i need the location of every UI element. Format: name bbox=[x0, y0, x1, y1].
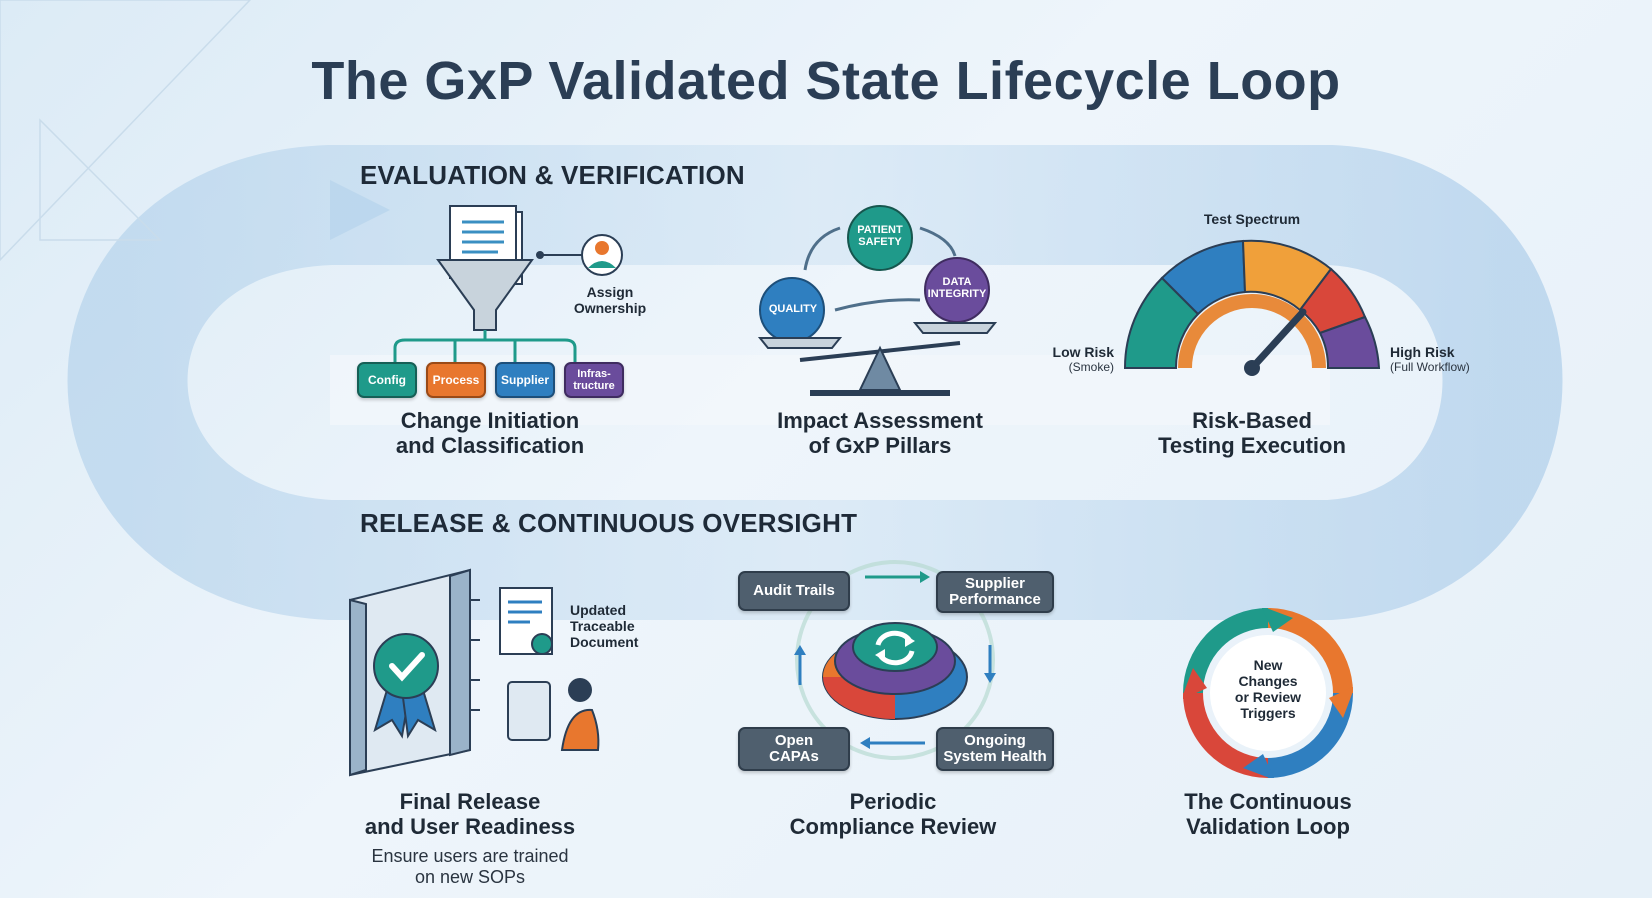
bin-infrastructure: Infras- tructure bbox=[564, 362, 624, 398]
compliance-review-hub bbox=[794, 560, 996, 760]
step-title-risk-based-testing: Risk-Based Testing Execution bbox=[1158, 408, 1346, 458]
loop-center-label: New Changes or Review Triggers bbox=[1234, 657, 1302, 721]
low-risk-label: Low Risk (Smoke) bbox=[1052, 344, 1114, 374]
quality-label: QUALITY bbox=[768, 303, 818, 315]
step-title-impact-assessment: Impact Assessment of GxP Pillars bbox=[777, 408, 983, 458]
test-spectrum-gauge bbox=[1123, 239, 1381, 376]
impact-scale-illustration bbox=[757, 205, 998, 396]
approval-badge-icon bbox=[373, 633, 439, 699]
section-title-release: RELEASE & CONTINUOUS OVERSIGHT bbox=[360, 508, 858, 538]
user-avatar-icon bbox=[581, 234, 623, 276]
step-title-periodic-compliance: Periodic Compliance Review bbox=[789, 789, 997, 839]
audit-trails-node: Audit Trails bbox=[738, 571, 850, 611]
data-integrity-label: DATA INTEGRITY bbox=[927, 276, 987, 300]
high-risk-label: High Risk (Full Workflow) bbox=[1390, 344, 1470, 374]
bin-process: Process bbox=[426, 362, 486, 398]
tablet-icon bbox=[507, 681, 551, 741]
ongoing-system-health-node: Ongoing System Health bbox=[936, 727, 1054, 771]
supplier-performance-node: Supplier Performance bbox=[936, 571, 1054, 613]
bin-supplier: Supplier bbox=[495, 362, 555, 398]
test-spectrum-label: Test Spectrum bbox=[1203, 211, 1301, 227]
funnel-icon bbox=[436, 259, 534, 331]
release-subtitle: Ensure users are trained on new SOPs bbox=[371, 846, 569, 887]
open-capas-node: Open CAPAs bbox=[738, 727, 850, 771]
continuous-loop-cycle-icon bbox=[1183, 608, 1353, 778]
step-title-change-initiation: Change Initiation and Classification bbox=[395, 408, 585, 458]
release-gate-illustration bbox=[349, 568, 600, 777]
updated-document-label: Updated Traceable Document bbox=[570, 602, 639, 650]
bin-config: Config bbox=[357, 362, 417, 398]
step-title-continuous-loop: The Continuous Validation Loop bbox=[1184, 789, 1352, 839]
assign-ownership-label: Assign Ownership bbox=[573, 284, 647, 316]
page-title: The GxP Validated State Lifecycle Loop bbox=[311, 51, 1341, 111]
gauge-needle bbox=[1248, 308, 1307, 372]
patient-safety-sphere bbox=[847, 205, 913, 271]
change-initiation-illustration bbox=[393, 205, 623, 362]
step-title-final-release: Final Release and User Readiness bbox=[364, 789, 576, 839]
patient-safety-label: PATIENT SAFETY bbox=[857, 224, 903, 248]
section-title-evaluation: EVALUATION & VERIFICATION bbox=[360, 160, 745, 190]
trainee-person-icon bbox=[568, 678, 592, 702]
